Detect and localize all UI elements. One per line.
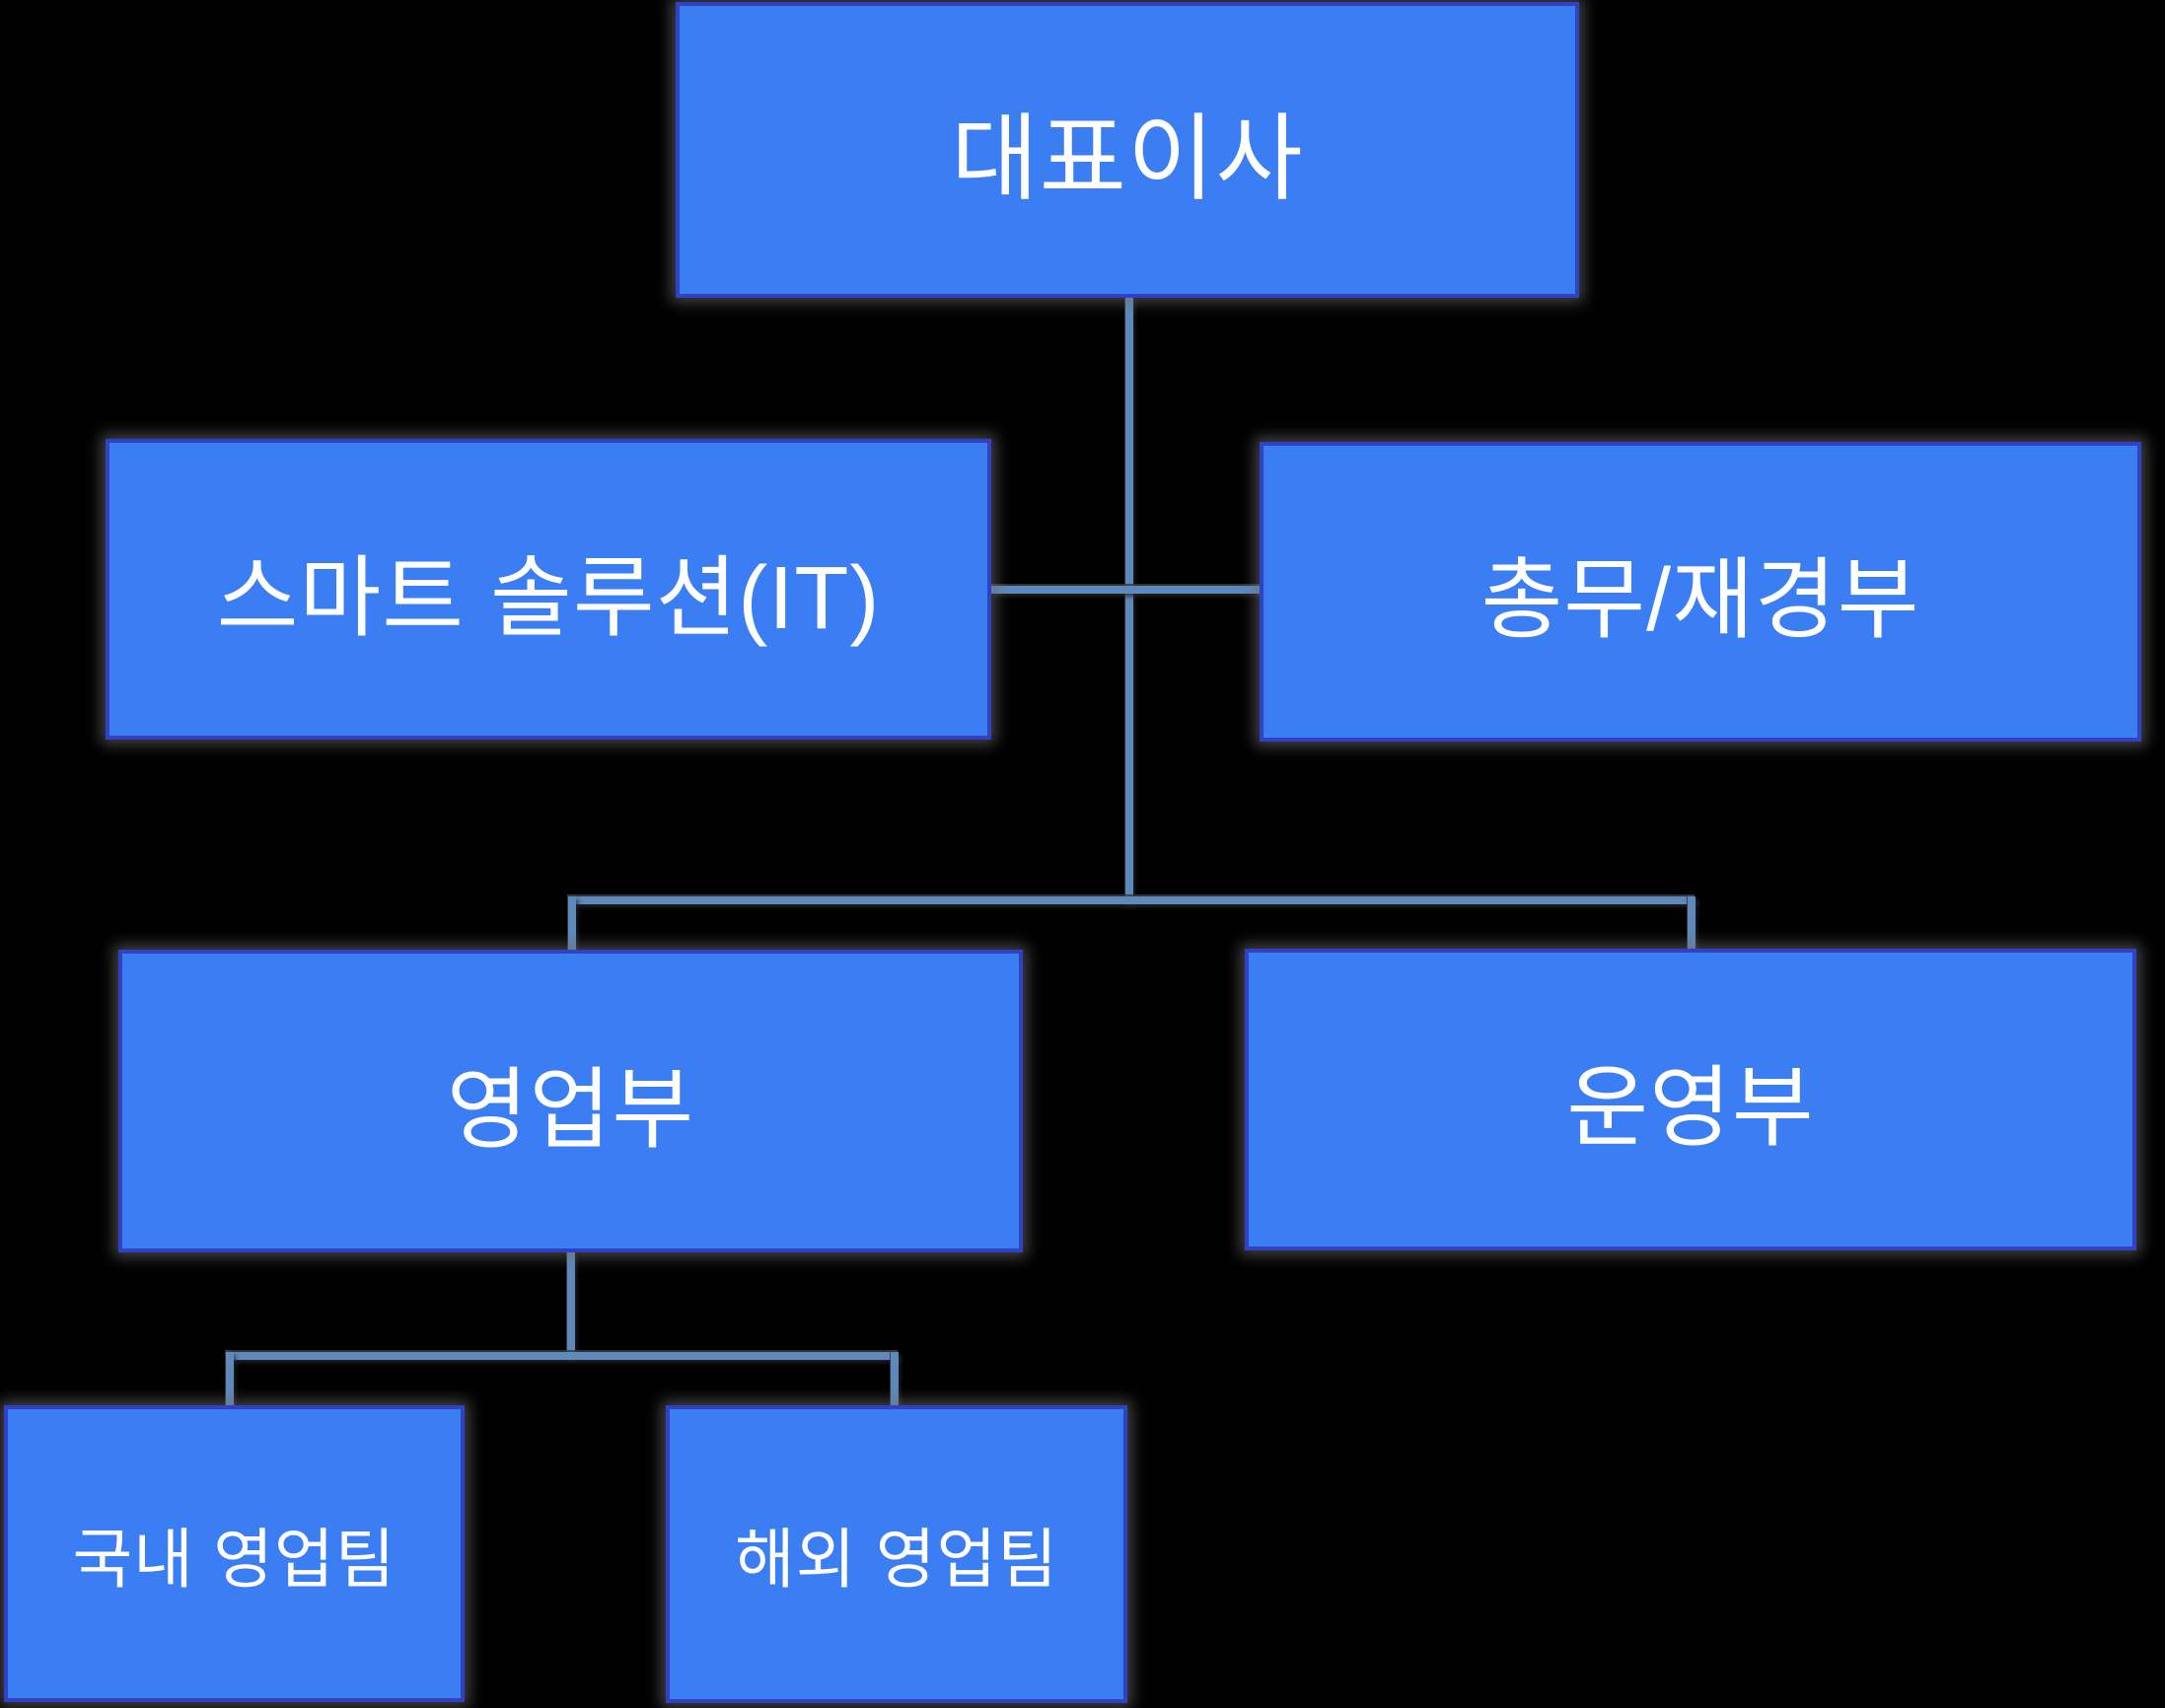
connector-overseas-stub bbox=[891, 1352, 899, 1407]
connector-sales-trunk bbox=[567, 1252, 575, 1358]
node-ceo-label: 대표이사 bbox=[951, 106, 1304, 212]
node-operations-dept-label: 운영부 bbox=[1566, 1059, 1815, 1158]
node-smart-solution-it-label: 스마트 솔루션(IT) bbox=[216, 548, 881, 648]
node-general-affairs-finance-label: 총무/재경부 bbox=[1480, 551, 1920, 650]
node-overseas-sales-team: 해외 영업팀 bbox=[666, 1405, 1127, 1703]
node-general-affairs-finance: 총무/재경부 bbox=[1260, 442, 2141, 742]
connector-ops-stub bbox=[1688, 896, 1696, 951]
connector-staff-cross bbox=[991, 586, 1263, 594]
connector-sales-stub bbox=[568, 896, 576, 952]
node-domestic-sales-team: 국내 영업팀 bbox=[4, 1405, 465, 1702]
connector-domestic-stub bbox=[226, 1352, 234, 1407]
connector-level4-branch bbox=[226, 1352, 899, 1360]
node-overseas-sales-team-label: 해외 영업팀 bbox=[735, 1523, 1058, 1596]
connector-level3-branch bbox=[568, 896, 1696, 904]
node-ceo: 대표이사 bbox=[676, 2, 1579, 298]
connector-ceo-trunk bbox=[1125, 298, 1133, 904]
node-operations-dept: 운영부 bbox=[1245, 949, 2136, 1250]
node-sales-dept-label: 영업부 bbox=[446, 1060, 695, 1160]
node-sales-dept: 영업부 bbox=[118, 950, 1023, 1252]
node-domestic-sales-team-label: 국내 영업팀 bbox=[72, 1522, 397, 1596]
node-smart-solution-it: 스마트 솔루션(IT) bbox=[106, 439, 991, 740]
